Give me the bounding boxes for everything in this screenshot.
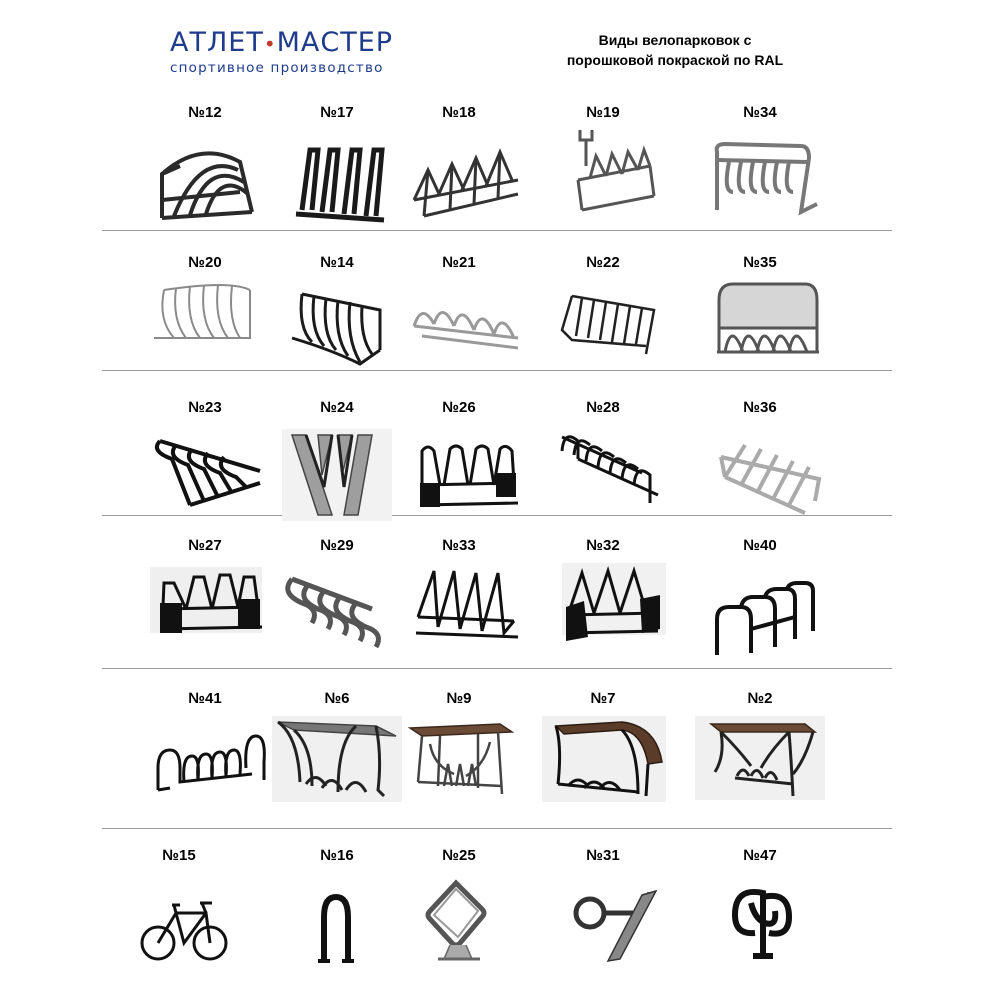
diamond-frame-rack-icon bbox=[394, 563, 524, 663]
divider bbox=[102, 515, 892, 516]
curved-canopy-shelter-icon bbox=[538, 716, 668, 816]
hanging-hook-rack-icon bbox=[695, 130, 825, 230]
model-number: №23 bbox=[188, 399, 222, 416]
logo-dot-icon: • bbox=[263, 32, 277, 56]
model-number: №32 bbox=[586, 537, 620, 554]
coil-rack-icon bbox=[272, 563, 402, 663]
model-number: №20 bbox=[188, 254, 222, 271]
model-number: №19 bbox=[586, 104, 620, 121]
model-number: №40 bbox=[743, 537, 777, 554]
model-number: №36 bbox=[743, 399, 777, 416]
logo-wordmark: АТЛЕТ•МАСТЕР bbox=[170, 28, 410, 59]
ring-post-stand-icon bbox=[538, 873, 668, 973]
arch-wire-rack-icon bbox=[140, 280, 270, 380]
model-number: №18 bbox=[442, 104, 476, 121]
model-number: №35 bbox=[743, 254, 777, 271]
gothic-canopy-shelter-icon bbox=[695, 716, 825, 816]
heading-line-2: порошковой покраской по RAL bbox=[566, 52, 784, 68]
company-logo: АТЛЕТ•МАСТЕР спортивное производство bbox=[170, 28, 410, 77]
model-number: №6 bbox=[324, 690, 350, 707]
model-number: №33 bbox=[442, 537, 476, 554]
triangle-rack-with-sign-icon bbox=[538, 130, 668, 230]
divider bbox=[102, 370, 892, 371]
model-number: №7 bbox=[590, 690, 616, 707]
curved-wire-rack-icon bbox=[272, 280, 402, 380]
spiral-rack-icon bbox=[140, 425, 270, 525]
model-number: №16 bbox=[320, 847, 354, 864]
spiral-stand-icon bbox=[695, 873, 825, 973]
wire-panel-rack-icon bbox=[538, 280, 668, 380]
model-number: №15 bbox=[162, 847, 196, 864]
model-number: №17 bbox=[320, 104, 354, 121]
frame-triangle-rack-icon bbox=[394, 425, 524, 525]
model-number: №47 bbox=[743, 847, 777, 864]
model-number: №41 bbox=[188, 690, 222, 707]
diagonal-rack-icon bbox=[695, 425, 825, 525]
panel-back-rack-icon bbox=[695, 280, 825, 380]
steel-plate-rack-icon bbox=[272, 425, 402, 525]
page-heading: Виды велопарковок с порошковой покраской… bbox=[540, 30, 810, 70]
triangle-rack-icon bbox=[394, 130, 524, 230]
model-number: №24 bbox=[320, 399, 354, 416]
trapezoid-rack-icon bbox=[140, 563, 270, 663]
heading-line-1: Виды велопарковок с bbox=[598, 32, 752, 48]
model-number: №28 bbox=[586, 399, 620, 416]
divider bbox=[102, 668, 892, 669]
arch-shelter-rack-icon bbox=[140, 130, 270, 230]
model-number: №25 bbox=[442, 847, 476, 864]
tunnel-hoop-rack-icon bbox=[538, 425, 668, 525]
model-number: №12 bbox=[188, 104, 222, 121]
u-stand-icon bbox=[272, 873, 402, 973]
flat-canopy-shelter-icon bbox=[394, 716, 524, 816]
triangle-panel-rack-icon bbox=[538, 563, 668, 663]
model-number: №21 bbox=[442, 254, 476, 271]
model-number: №2 bbox=[747, 690, 773, 707]
loop-rack-icon bbox=[140, 716, 270, 816]
canopy-shelter-icon bbox=[272, 716, 402, 816]
logo-word-left: АТЛЕТ bbox=[170, 27, 264, 58]
logo-word-right: МАСТЕР bbox=[276, 27, 394, 58]
square-loop-stand-icon bbox=[394, 873, 524, 973]
logo-tagline: спортивное производство bbox=[170, 60, 384, 76]
model-number: №14 bbox=[320, 254, 354, 271]
divider bbox=[102, 828, 892, 829]
model-number: №27 bbox=[188, 537, 222, 554]
vertical-slot-rack-icon bbox=[272, 130, 402, 230]
bicycle-shape-stand-icon bbox=[114, 873, 244, 973]
low-loop-rack-icon bbox=[394, 280, 524, 380]
divider bbox=[102, 230, 892, 231]
u-hoop-row-icon bbox=[695, 563, 825, 663]
model-number: №9 bbox=[446, 690, 472, 707]
model-number: №22 bbox=[586, 254, 620, 271]
model-number: №29 bbox=[320, 537, 354, 554]
model-number: №26 bbox=[442, 399, 476, 416]
model-number: №31 bbox=[586, 847, 620, 864]
model-number: №34 bbox=[743, 104, 777, 121]
